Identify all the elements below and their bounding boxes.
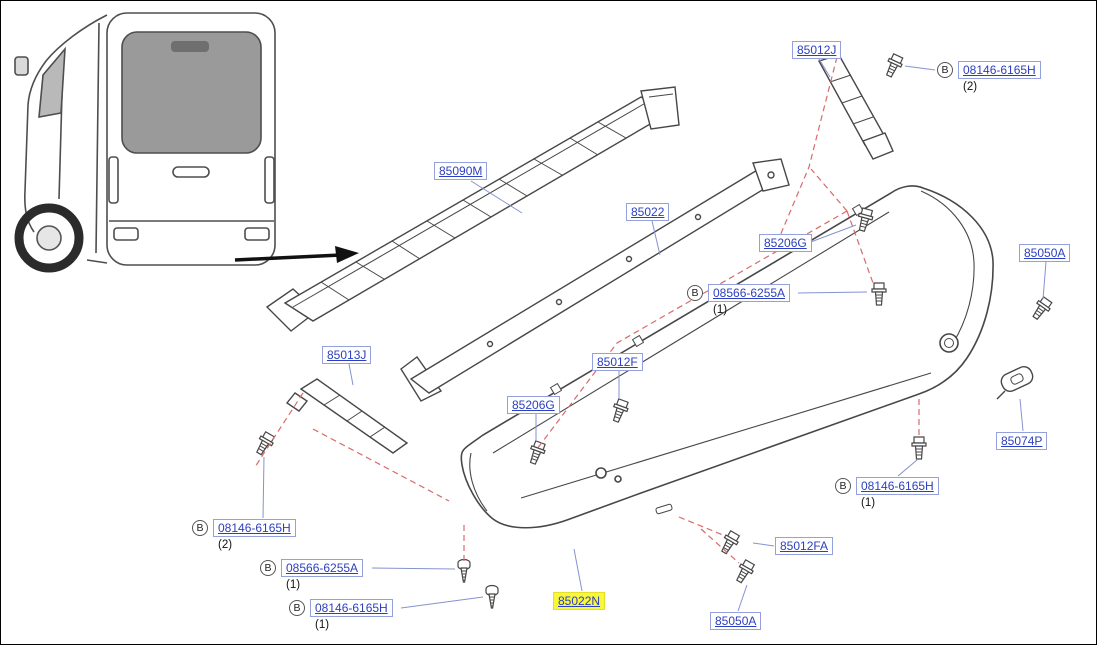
drawing-85022 (400, 158, 790, 402)
part-link[interactable]: 85012FA (775, 537, 834, 555)
part-link[interactable]: 08146-6165H (958, 61, 1041, 79)
part-link[interactable]: 85050A (1019, 244, 1071, 262)
fastener-label-08146-6165H-left: B 08146-6165H (2) (192, 519, 296, 552)
quantity: (1) (286, 579, 301, 591)
part-link[interactable]: 85012J (792, 41, 842, 59)
part-label-85090M: 85090M (434, 162, 488, 180)
quantity: (2) (963, 81, 978, 93)
quantity: (1) (315, 619, 330, 631)
part-link[interactable]: 08146-6165H (856, 477, 939, 495)
bolt-marker-icon: B (289, 600, 305, 616)
pointer-arrow (234, 246, 359, 263)
part-label-85012J: 85012J (792, 41, 842, 59)
part-label-85074P: 85074P (996, 432, 1048, 450)
bolt-marker-icon: B (260, 560, 276, 576)
fastener-label-08566-6255A-bottom: B 08566-6255A (1) (260, 559, 364, 592)
part-link[interactable]: 85012F (592, 353, 643, 371)
drawing-85074P (996, 366, 1034, 400)
part-label-85022N-highlighted: 85022N (553, 592, 606, 610)
part-label-85050A-top: 85050A (1019, 244, 1071, 262)
part-link[interactable]: 08566-6255A (708, 284, 791, 302)
fastener-label-08146-6165H-top: B 08146-6165H (2) (937, 61, 1041, 94)
part-label-85050A-bottom: 85050A (710, 612, 762, 630)
drawing-85012J (817, 54, 894, 160)
part-label-85022: 85022 (626, 203, 670, 221)
part-link[interactable]: 08146-6165H (213, 519, 296, 537)
part-label-85206G-top: 85206G (759, 234, 812, 252)
part-link[interactable]: 08566-6255A (281, 559, 364, 577)
fastener-label-08146-6165H-right: B 08146-6165H (1) (835, 477, 939, 510)
part-label-85012FA: 85012FA (775, 537, 834, 555)
part-link[interactable]: 85013J (322, 346, 372, 364)
drawing-85013J (285, 378, 409, 454)
fastener-label-08146-6165H-bottom: B 08146-6165H (1) (289, 599, 393, 632)
part-link[interactable]: 08146-6165H (310, 599, 393, 617)
bolt-marker-icon: B (192, 520, 208, 536)
bolt-marker-icon: B (835, 478, 851, 494)
part-label-85013J: 85013J (322, 346, 372, 364)
quantity: (1) (713, 304, 728, 316)
part-link[interactable]: 85090M (434, 162, 488, 180)
bolt-marker-icon: B (687, 285, 703, 301)
part-link[interactable]: 85206G (507, 396, 560, 414)
part-link[interactable]: 85206G (759, 234, 812, 252)
part-label-85206G-mid: 85206G (507, 396, 560, 414)
part-link[interactable]: 85050A (710, 612, 762, 630)
part-link[interactable]: 85074P (996, 432, 1048, 450)
label-leader-lines (262, 58, 1047, 612)
bolt-marker-icon: B (937, 62, 953, 78)
part-link[interactable]: 85022N (553, 592, 606, 610)
fastener-label-08566-6255A-mid: B 08566-6255A (1) (687, 284, 791, 317)
part-link[interactable]: 85022 (626, 203, 670, 221)
assembly-guide-dashed-lines (254, 56, 920, 564)
quantity: (1) (861, 497, 876, 509)
part-label-85012F: 85012F (592, 353, 643, 371)
drawing-85090M (265, 86, 680, 332)
van-illustration (14, 12, 276, 273)
quantity: (2) (218, 539, 233, 551)
